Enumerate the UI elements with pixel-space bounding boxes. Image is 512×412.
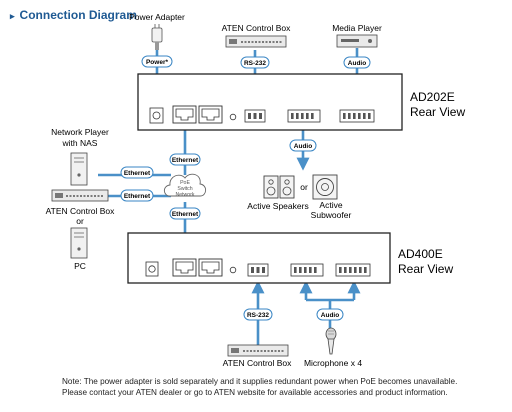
ad400e-mic-terminal-1 [290,263,324,277]
cable-label-ethernet-1-text: Ethernet [172,157,199,164]
power-adapter-icon [151,24,163,50]
or-speakers-label: or [300,182,308,192]
aten-control-box-top-icon [225,35,287,48]
ad202e-power-jack [149,107,164,124]
ad400e-mic-terminal-2 [335,263,371,277]
title-text: Connection Diagram [19,8,137,22]
ad202e-ethernet-port-1 [172,105,197,124]
active-subwoofer-icon [312,174,338,200]
cable-label-rs232-bottom-text: RS-232 [247,312,269,319]
poe-label-line1: PoE [180,180,190,186]
media-player-icon [336,34,378,48]
ad400e-power-jack [145,261,159,277]
cable-label-audio-top-text: Audio [348,60,366,67]
cable-label-audio-top: Audio [343,56,371,69]
cable-label-power: Power* [141,55,173,68]
cable-label-ethernet-4-text: Ethernet [172,211,199,218]
ad202e-model-label: AD202E [410,90,455,104]
cable-label-rs232-top-text: RS-232 [244,60,266,67]
aten-control-box-bottom-icon [227,344,289,357]
microphone-icon [325,327,337,355]
poe-label-line3: Network [175,192,194,198]
footnote-line-1: Note: The power adapter is sold separate… [62,377,458,386]
power-adapter-label: Power Adapter [129,12,185,22]
cable-label-audio-bottom-text: Audio [321,312,339,319]
pc-tower-icon [70,227,88,259]
ad202e-audio-out-terminal [339,109,375,123]
footnote-line-2: Please contact your ATEN dealer or go to… [62,388,448,397]
ad400e-ethernet-port-1 [172,258,197,277]
ad400e-model-label: AD400E [398,247,443,261]
cable-label-rs232-top: RS-232 [240,56,270,69]
cable-label-ethernet-3: Ethernet [120,189,154,202]
cable-label-ethernet-2-text: Ethernet [124,170,151,177]
cable-label-ethernet-2: Ethernet [120,166,154,179]
poe-switch-network-cloud-icon [163,173,207,197]
aten-control-box-left-label: ATEN Control Box [46,206,116,216]
active-subwoofer-label-line1: Active [319,200,342,210]
cable-label-audio-mid: Audio [289,139,317,152]
ad202e-reset-hole [229,113,237,121]
active-speaker-right-icon [279,175,295,199]
ad202e-ethernet-port-2 [198,105,223,124]
ad202e-view-label: Rear View [410,105,465,119]
poe-label-line2: Switch [177,186,192,192]
active-speakers-label: Active Speakers [247,201,308,211]
network-player-tower-icon [70,152,88,186]
ad400e-view-label: Rear View [398,262,453,276]
cable-label-rs232-bottom: RS-232 [243,308,273,321]
footnote: Note: The power adapter is sold separate… [62,376,502,398]
ad202e-audio-in-terminal [287,109,321,123]
ad400e-rs232-terminal [247,263,269,277]
aten-control-box-left-icon [51,189,109,202]
active-subwoofer-label-line2: Subwoofer [311,210,352,220]
cable-label-ethernet-1: Ethernet [169,153,201,166]
microphone-label: Microphone x 4 [304,358,362,368]
media-player-label: Media Player [332,23,382,33]
cable-label-ethernet-4: Ethernet [169,207,201,220]
aten-control-box-top-label: ATEN Control Box [222,23,292,33]
or-left-label: or [76,216,84,226]
pc-label: PC [74,261,86,271]
cable-label-power-text: Power* [146,59,169,66]
ad202e-rs232-terminal [244,109,266,123]
ad400e-ethernet-port-2 [198,258,223,277]
cable-label-audio-mid-text: Audio [294,143,312,150]
cable-label-ethernet-3-text: Ethernet [124,193,151,200]
ad400e-reset-hole [229,266,237,274]
network-player-sublabel: with NAS [62,138,98,148]
title-bullet-icon: ▸ [10,11,15,21]
aten-control-box-bottom-label: ATEN Control Box [223,358,293,368]
cable-label-audio-bottom: Audio [316,308,344,321]
active-speaker-left-icon [263,175,279,199]
page-title: ▸ Connection Diagram [10,8,137,22]
network-player-label: Network Player [51,127,109,137]
